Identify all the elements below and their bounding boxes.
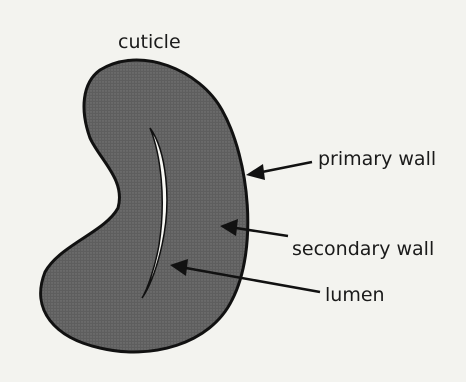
- primary-wall-label: primary wall: [318, 150, 436, 169]
- secondary-wall-label: secondary wall: [292, 240, 434, 259]
- lumen-label: lumen: [325, 286, 385, 305]
- cuticle-label: cuticle: [118, 33, 181, 52]
- fiber-body: [41, 60, 248, 352]
- primary-wall-arrow: [246, 162, 312, 180]
